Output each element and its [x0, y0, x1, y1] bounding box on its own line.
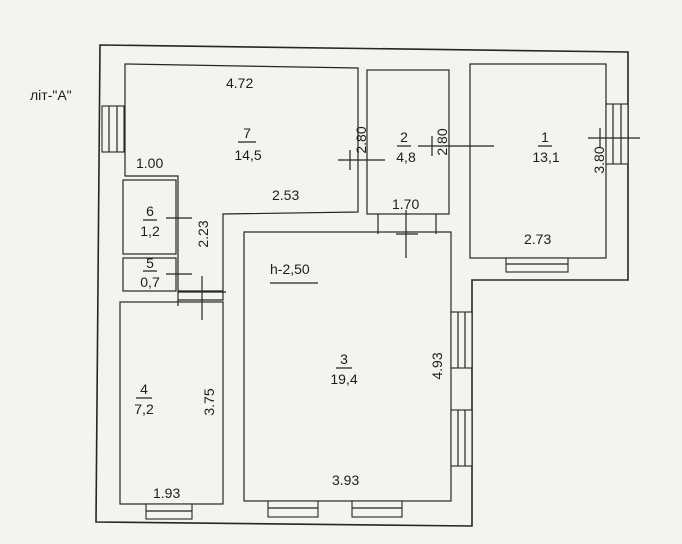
window-room-1-east [605, 103, 629, 165]
window-room-3-east-bottom [450, 409, 473, 467]
door-marks [166, 128, 640, 320]
room-6-dim-side: 2.23 [195, 220, 211, 247]
room-5-number: 5 [146, 255, 154, 271]
window-room-3-south-right [351, 500, 403, 518]
room-2-wall [366, 69, 450, 215]
building-label: літ-"А" [30, 87, 72, 103]
window-room-3-south-left [267, 500, 319, 518]
room-1-dim-bottom: 2.73 [524, 231, 551, 247]
room-7-number: 7 [243, 125, 251, 141]
room-2-dim-bottom: 1.70 [392, 196, 419, 212]
corridor-wall [377, 214, 437, 234]
window-room-1-east-lines [612, 104, 622, 164]
room-3-dim-bottom: 3.93 [332, 472, 359, 488]
room-1-dim-side: 3.80 [591, 146, 607, 173]
room-7-wall [124, 63, 359, 301]
partition-line [177, 290, 223, 306]
window-west-lines [108, 106, 118, 152]
window-room-3-east-top [450, 311, 473, 369]
room-6-area: 1,2 [140, 223, 160, 239]
room-3-area: 19,4 [330, 371, 357, 387]
label-dividers [136, 141, 552, 399]
window-room-1-south [505, 257, 569, 273]
room-1-number: 1 [541, 129, 549, 145]
room-2-dim-side: 2.80 [434, 128, 450, 155]
window-room-3-east-bottom-lines [457, 410, 466, 466]
room-7-dim-bottom: 2.53 [272, 187, 299, 203]
room-4-area: 7,2 [134, 401, 154, 417]
room-2-number: 2 [400, 129, 408, 145]
room-4-number: 4 [140, 381, 148, 397]
window-room-3-east-top-lines [457, 312, 466, 368]
window-west [101, 105, 125, 153]
room-6-wall [122, 179, 177, 255]
outer-wall [95, 44, 629, 527]
room-7-area: 14,5 [234, 147, 261, 163]
room-5-area: 0,7 [140, 274, 160, 290]
room-7-dim-right: 2.80 [353, 126, 369, 153]
room-7-dim-left: 1.00 [136, 155, 163, 171]
room-1-area: 13,1 [532, 149, 559, 165]
room-6-number: 6 [146, 203, 154, 219]
room-3-number: 3 [340, 351, 348, 367]
room-3-dim-side: 4.93 [429, 352, 445, 379]
room-4-dim-side: 3.75 [201, 388, 217, 415]
room-4-dim-bottom: 1.93 [153, 485, 180, 501]
room-2-area: 4,8 [396, 149, 416, 165]
height-note: h-2,50 [270, 261, 310, 277]
room-7-dim-top: 4.72 [226, 75, 253, 91]
